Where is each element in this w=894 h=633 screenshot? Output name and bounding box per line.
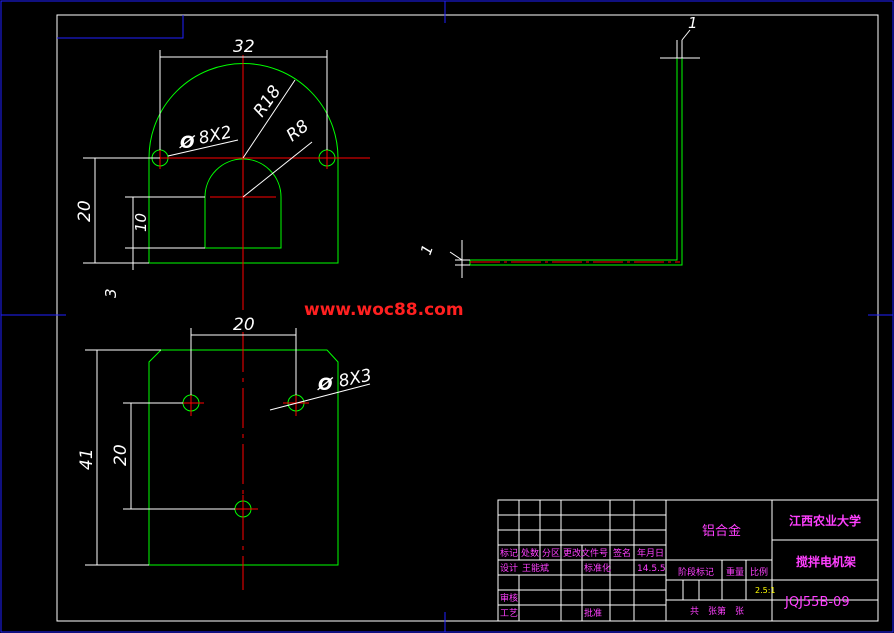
sheets-label: 共 张第 张: [690, 605, 744, 617]
header-mark: 标记: [500, 547, 518, 559]
header-date: 年月日: [637, 547, 664, 559]
side-left-dim: 1: [417, 242, 437, 257]
front-centerlines: [130, 55, 370, 310]
process-label: 工艺: [500, 608, 518, 619]
watermark: www.woc88.com: [304, 300, 464, 320]
stage-label: 阶段标记: [678, 566, 714, 578]
plan-height-dim: 41: [77, 448, 97, 470]
front-view: 32 R18 R8 Ø 8X2 20 10 3: [75, 37, 370, 310]
scale-value: 2.5:1: [755, 586, 776, 595]
header-zone: 分区: [542, 548, 560, 559]
front-outer-radius-dim: R18: [250, 82, 286, 121]
plan-centerlines: [178, 332, 309, 590]
title-block: 标记 处数 分区 更改文件号 签名 年月日 设计 王能斌 标准化 14.5.5 …: [497, 499, 879, 622]
review-label: 审核: [500, 592, 518, 604]
designer-label: 设计: [500, 562, 518, 574]
plan-view: 20 Ø 8X3 41 20: [77, 315, 374, 590]
weight-label: 重量: [726, 566, 744, 578]
plan-hole-diameter-dim: 8X3: [337, 365, 374, 391]
front-slot-dim: 10: [132, 213, 150, 232]
design-date: 14.5.5: [637, 564, 666, 574]
plan-width-dim: 20: [233, 315, 255, 335]
side-dimension-lines: [449, 29, 700, 278]
front-hole-diameter-symbol: Ø: [179, 133, 196, 153]
standard-label: 标准化: [584, 562, 611, 574]
drawing-number: JQJ55B-09: [784, 595, 850, 610]
front-inner-radius-dim: R8: [283, 116, 313, 146]
side-view: 1 1: [417, 14, 700, 278]
side-outline: [469, 57, 683, 266]
front-width-dim: 32: [233, 37, 255, 57]
header-signature: 签名: [613, 547, 631, 559]
plan-hole-diameter-symbol: Ø: [317, 375, 334, 395]
title-block-grid: [497, 499, 879, 622]
school-name: 江西农业大学: [789, 513, 861, 528]
header-change-doc: 更改文件号: [563, 547, 608, 559]
scale-label: 比例: [750, 566, 768, 578]
front-dimension-lines: [83, 50, 328, 270]
part-name: 搅拌电机架: [796, 554, 856, 569]
material: 铝合金: [702, 523, 741, 539]
front-height-dim: 20: [75, 200, 95, 222]
side-top-dim: 1: [688, 14, 698, 32]
front-base-dim: 3: [102, 288, 120, 298]
plan-spacing-dim: 20: [111, 444, 131, 466]
designer-name: 王能斌: [522, 562, 549, 574]
approve-label: 批准: [584, 607, 602, 619]
front-hole-diameter-dim: 8X2: [197, 122, 234, 148]
header-count: 处数: [521, 547, 539, 559]
plan-dimension-lines: [85, 328, 371, 566]
